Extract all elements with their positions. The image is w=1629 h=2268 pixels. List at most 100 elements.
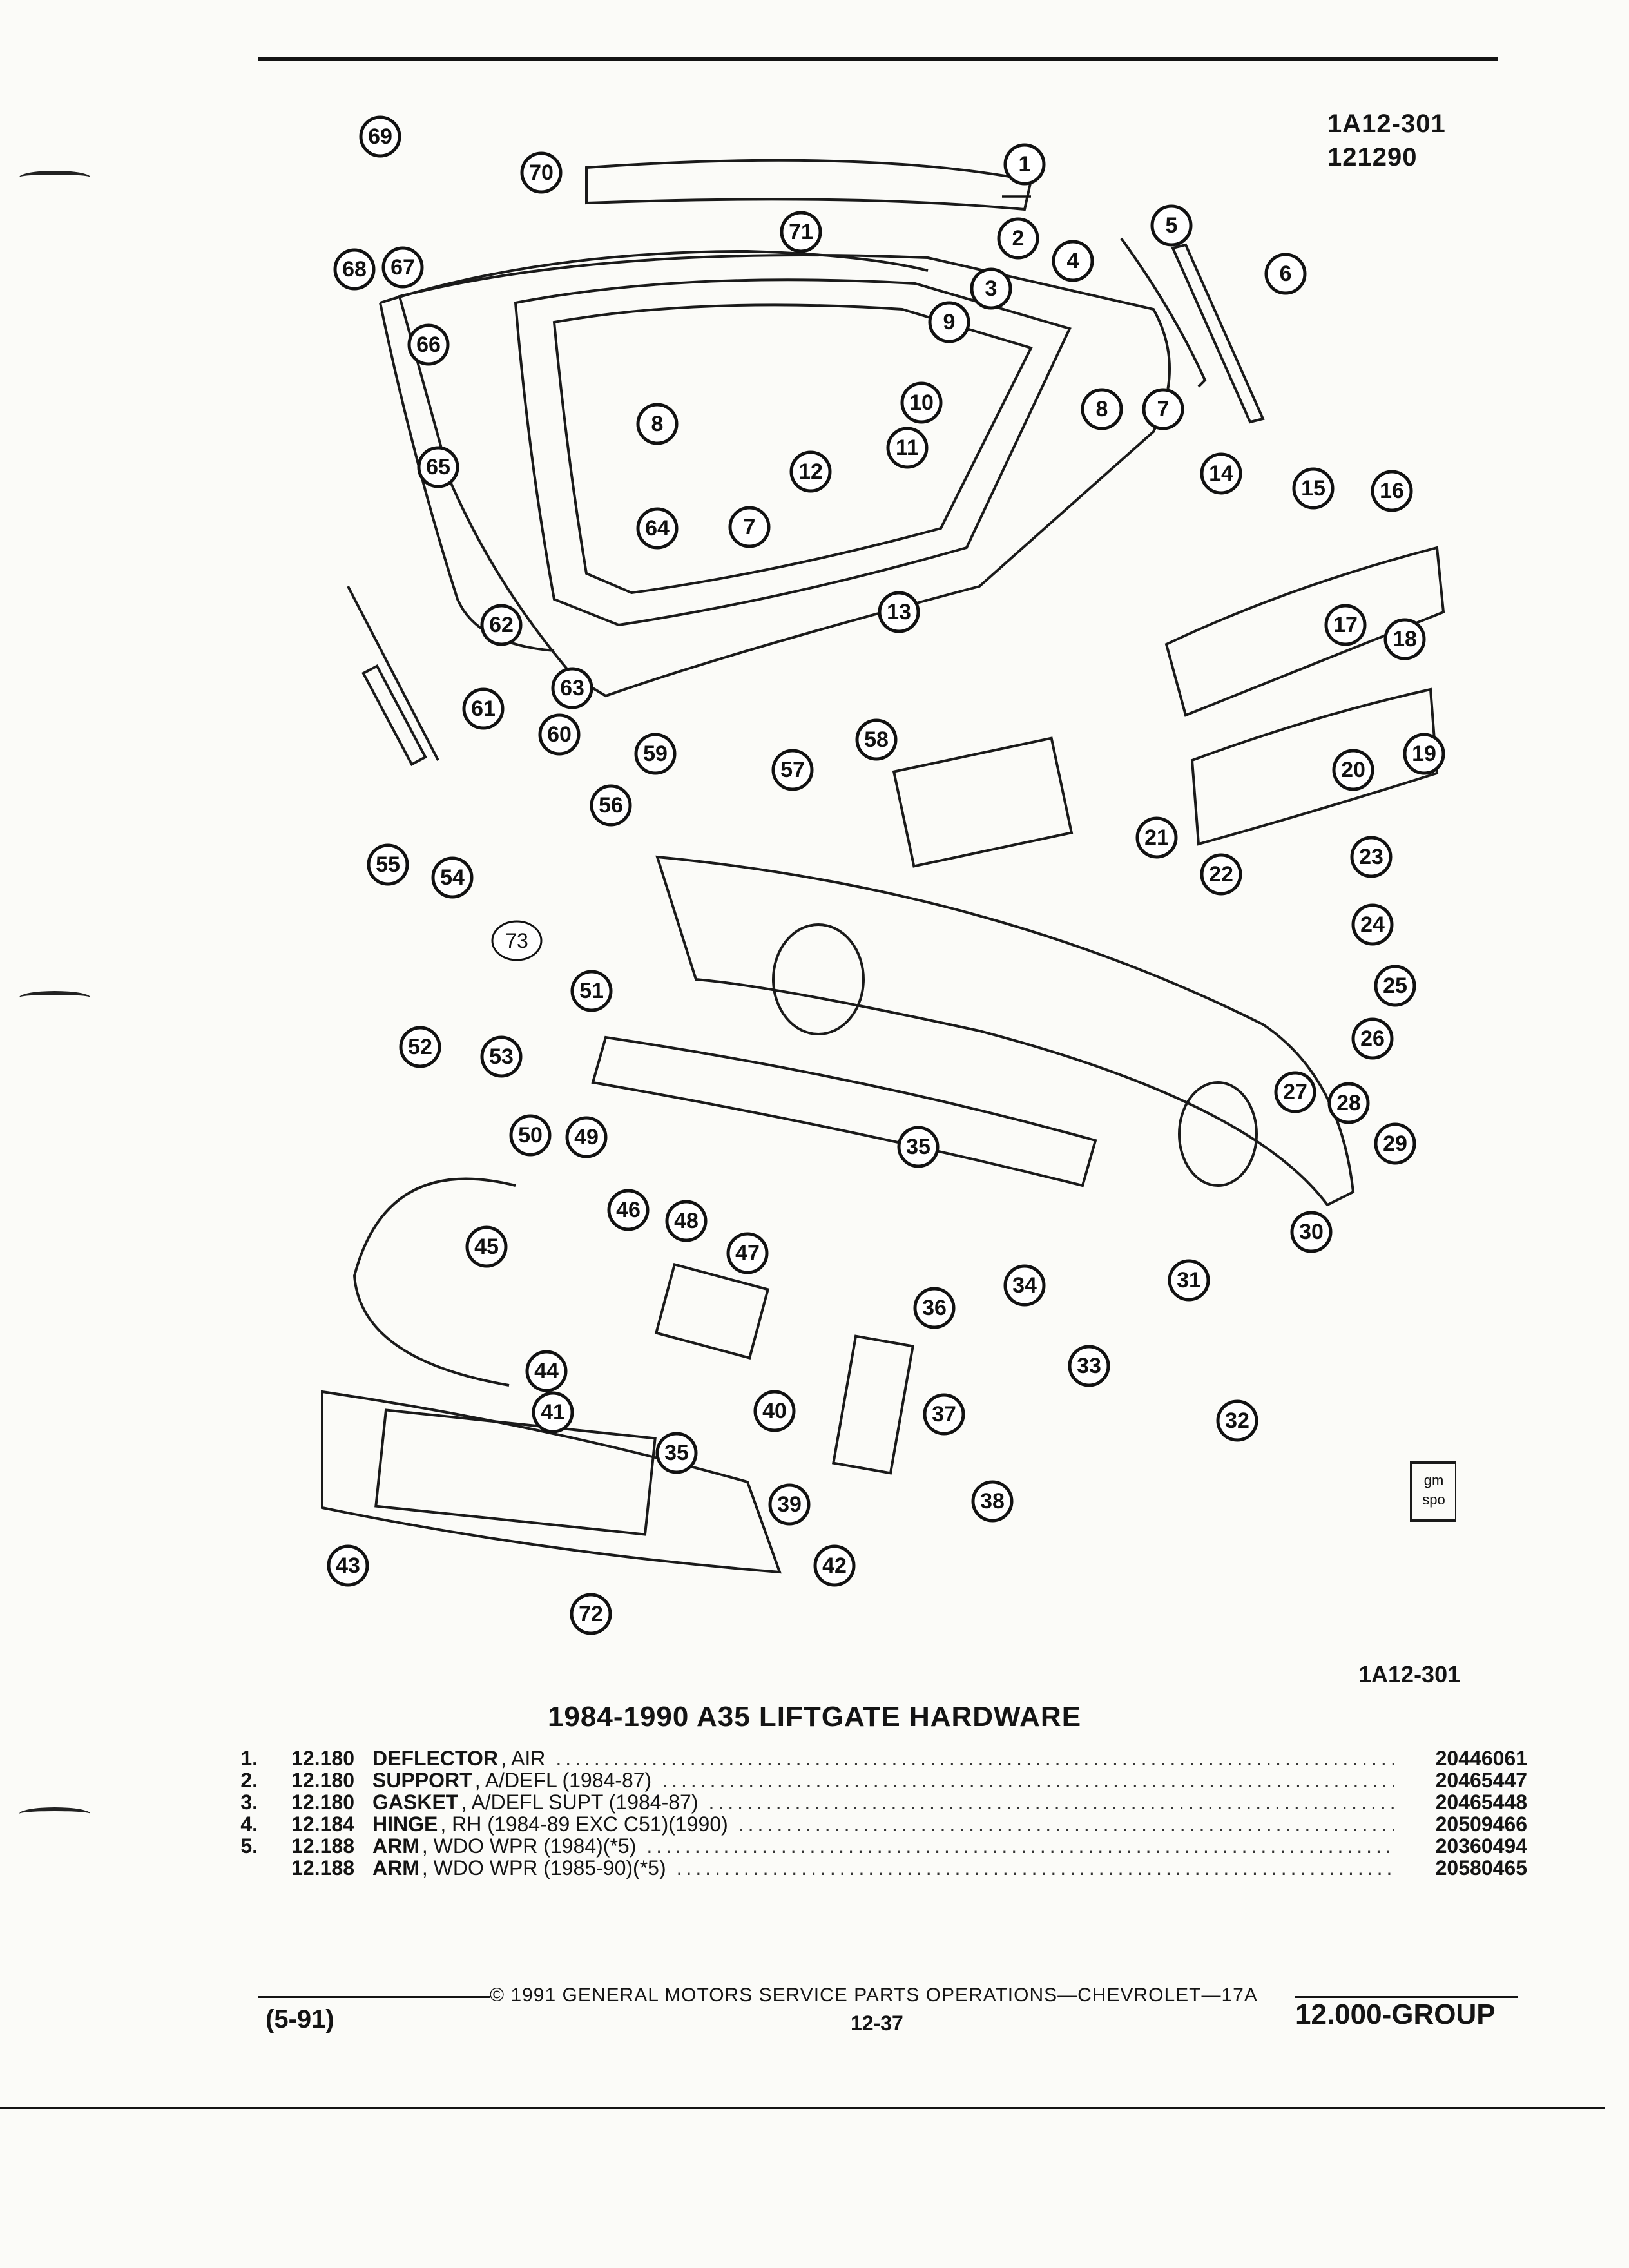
callout-35: 35: [655, 1432, 698, 1474]
illustration-code: 1A12-301: [1327, 110, 1446, 138]
svg-text:69: 69: [368, 124, 392, 149]
part-number: 20580465: [1435, 1856, 1527, 1879]
callout-38: 38: [971, 1480, 1014, 1523]
svg-text:44: 44: [534, 1359, 559, 1383]
svg-text:23: 23: [1359, 845, 1383, 869]
figure-code: 1A12-301: [1358, 1661, 1461, 1687]
callout-67: 67: [381, 246, 424, 289]
callout-59: 59: [634, 733, 677, 775]
svg-text:42: 42: [822, 1553, 847, 1578]
group-number: 12.180: [291, 1747, 354, 1770]
latch-assembly: [654, 1263, 770, 1360]
callout-25: 25: [1374, 965, 1416, 1007]
svg-text:18: 18: [1393, 627, 1417, 651]
lower-closeout-panel: [321, 1390, 782, 1574]
svg-text:28: 28: [1336, 1091, 1361, 1115]
svg-text:68: 68: [342, 257, 367, 282]
callout-26: 26: [1351, 1017, 1394, 1060]
svg-text:20: 20: [1341, 758, 1365, 782]
liftgate-inner-frame: [514, 278, 1072, 627]
footer-group: 12.000-GROUP: [1295, 1999, 1496, 2030]
svg-text:30: 30: [1299, 1220, 1324, 1244]
parts-row: 5. 12.188 ARM , WDO WPR (1984)(*5) .....…: [219, 1835, 1527, 1857]
callout-15: 15: [1292, 467, 1335, 510]
callout-65: 65: [417, 446, 459, 488]
callout-40: 40: [753, 1390, 796, 1432]
item-number: 2.: [240, 1769, 258, 1792]
illustration-date: 121290: [1327, 143, 1418, 171]
part-number: 20360494: [1435, 1834, 1527, 1858]
svg-text:59: 59: [643, 742, 668, 766]
callout-72: 72: [570, 1593, 612, 1635]
callout-layer: 1 2 3 4 5 6 7 7 8 8 9 10 11 12 13 14 15 …: [327, 115, 1445, 1635]
svg-text:38: 38: [980, 1489, 1005, 1514]
callout-44: 44: [525, 1350, 568, 1392]
part-name: ARM: [372, 1834, 419, 1858]
svg-text:15: 15: [1301, 476, 1325, 501]
callout-10: 10: [900, 381, 943, 424]
part-description: , AIR: [500, 1747, 546, 1770]
svg-text:55: 55: [376, 852, 400, 877]
callout-35: 35: [897, 1126, 940, 1168]
svg-text:33: 33: [1077, 1354, 1101, 1378]
window-glass: [552, 303, 1033, 595]
svg-text:21: 21: [1144, 825, 1169, 850]
footer-rule-right: [1295, 1996, 1518, 1998]
callout-31: 31: [1168, 1259, 1210, 1302]
svg-text:10: 10: [909, 390, 934, 415]
group-number: 12.184: [291, 1812, 354, 1836]
callout-18: 18: [1383, 618, 1426, 660]
svg-text:25: 25: [1383, 974, 1407, 998]
callout-7: 7: [1142, 388, 1184, 430]
wiper-arm: [1120, 237, 1207, 388]
svg-text:48: 48: [674, 1209, 699, 1233]
svg-text:1: 1: [1019, 152, 1031, 177]
svg-text:24: 24: [1360, 912, 1385, 937]
group-number: 12.180: [291, 1769, 354, 1792]
svg-text:5: 5: [1166, 213, 1178, 238]
callout-22: 22: [1200, 853, 1242, 896]
callout-11: 11: [886, 427, 929, 469]
svg-text:6: 6: [1280, 262, 1292, 286]
part-name: GASKET: [372, 1791, 459, 1814]
svg-text:52: 52: [408, 1035, 432, 1059]
callout-53: 53: [480, 1035, 523, 1078]
svg-text:41: 41: [541, 1400, 565, 1425]
callout-1: 1: [1002, 143, 1046, 198]
svg-text:65: 65: [426, 455, 450, 479]
svg-text:60: 60: [547, 722, 572, 747]
svg-text:22: 22: [1209, 862, 1233, 887]
leader-dots: ........................................…: [708, 1791, 1395, 1813]
svg-text:73: 73: [505, 929, 528, 952]
svg-text:36: 36: [922, 1296, 947, 1320]
parts-row: 1. 12.180 DEFLECTOR , AIR ..............…: [219, 1747, 1527, 1769]
gas-strut-upper: [347, 586, 439, 761]
callout-64: 64: [636, 507, 679, 550]
margin-mark: [19, 991, 90, 1004]
callout-8: 8: [636, 403, 679, 445]
svg-text:66: 66: [416, 332, 441, 357]
part-description: , A/DEFL (1984-87): [474, 1769, 652, 1792]
margin-mark: [19, 1807, 90, 1820]
svg-text:46: 46: [616, 1198, 641, 1222]
footer-copyright: © 1991 GENERAL MOTORS SERVICE PARTS OPER…: [490, 1984, 1258, 2006]
callout-6: 6: [1264, 253, 1307, 295]
lock-housing: [1190, 687, 1439, 846]
top-rule: [258, 57, 1498, 61]
air-deflector: [585, 159, 1033, 211]
license-lamp: [892, 736, 1074, 868]
callout-30: 30: [1290, 1211, 1333, 1253]
liftgate-glass-frame: [398, 254, 1171, 698]
callout-54: 54: [431, 856, 474, 899]
item-number: 3.: [240, 1791, 258, 1814]
svg-text:71: 71: [789, 220, 813, 244]
svg-text:17: 17: [1333, 613, 1358, 637]
svg-text:11: 11: [896, 436, 919, 460]
callout-14: 14: [1200, 452, 1242, 495]
callout-33: 33: [1068, 1345, 1110, 1387]
group-number: 12.180: [291, 1791, 354, 1814]
part-name: ARM: [372, 1856, 419, 1879]
callout-47: 47: [726, 1232, 769, 1274]
part-name: HINGE: [372, 1812, 438, 1836]
svg-text:51: 51: [579, 979, 604, 1003]
